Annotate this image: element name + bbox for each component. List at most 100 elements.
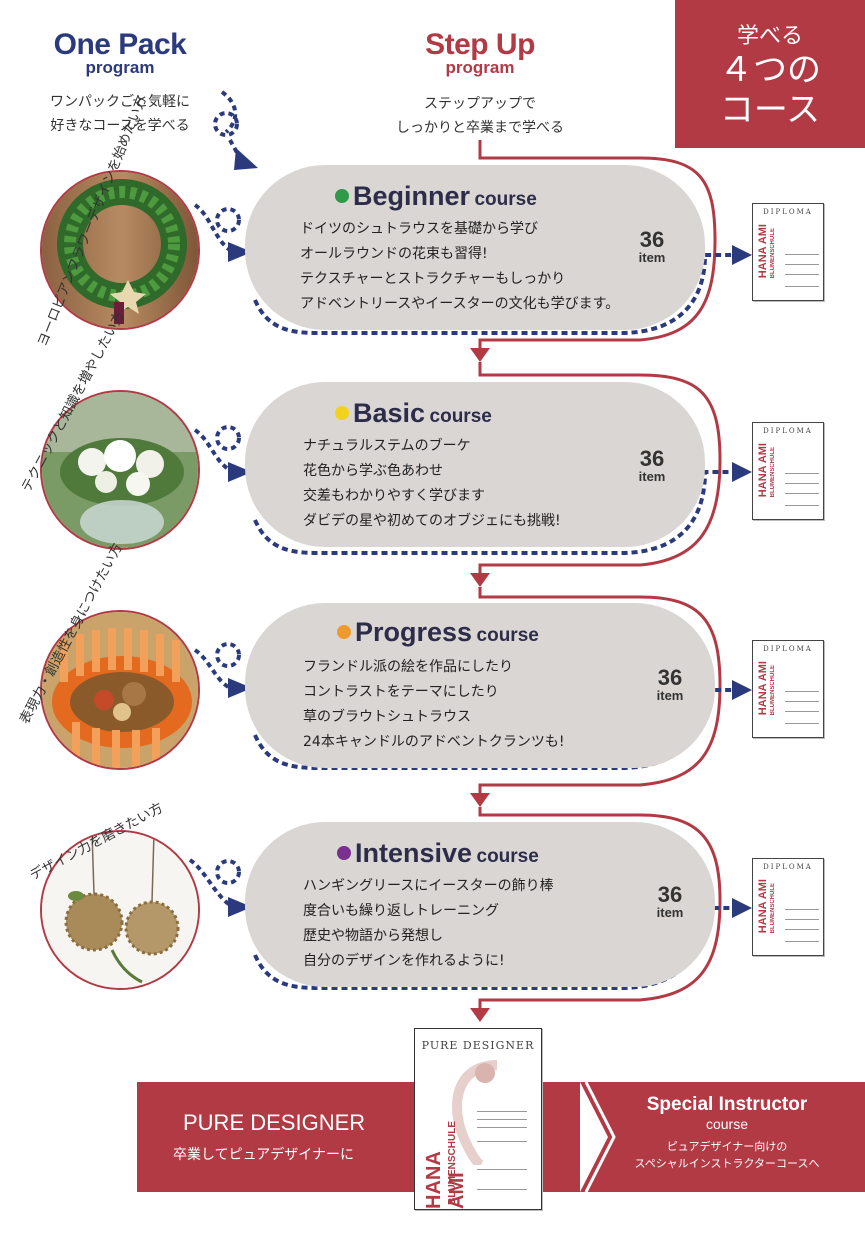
course-line: アドベントリースやイースターの文化も学びます。 [300,296,620,312]
item-count: 36 item [627,227,677,267]
course-dot [335,189,349,203]
item-count-unit: item [656,905,684,920]
course-description: ドイツのシュトラウスを基礎から学び オールラウンドの花束も習得! テクスチャーと… [300,217,619,317]
diploma-progress: DIPLOMA HANA AMI BLUMENSCHULE [752,640,824,738]
item-count: 36 item [645,665,695,705]
pure-designer-title: PURE DESIGNER [183,1110,366,1135]
course-dot [337,846,351,860]
special-title: Special Instructor [646,1094,808,1115]
course-card-beginner: Beginner course ドイツのシュトラウスを基礎から学び オールラウン… [245,165,705,330]
one-pack-title: One Pack [53,28,187,61]
pure-designer-sub: 卒業してピュアデザイナーに [173,1147,355,1163]
corner-title-box: 学べる ４つの コース [675,0,865,148]
diploma-brand: HANA AMI [757,224,769,279]
course-line: テクスチャーとストラクチャーもしっかり [300,271,566,287]
course-title: Beginner course [335,181,537,212]
course-line: ハンギングリースにイースターの飾り棒 [303,878,554,894]
course-line: 歴史や物語から発想し [303,928,443,944]
diploma-brand: HANA AMI [757,443,769,498]
course-card-intensive: Intensive course ハンギングリースにイースターの飾り棒 度合いも… [245,822,715,987]
course-name: Progress [355,617,473,647]
one-pack-desc: ワンパックごと気軽に 好きなコースを学べる [20,90,220,138]
special-chevron-band [580,1082,865,1192]
one-pack-desc-line: ワンパックごと気軽に [50,94,190,110]
course-name: Basic [353,398,426,428]
special-desc: ピュアデザイナー向けの スペシャルインストラクターコースへ [612,1138,842,1172]
hanging-kokedama-image-icon [42,832,198,988]
step-up-desc-line: ステップアップで [424,96,536,112]
item-count: 36 item [627,446,677,486]
certificate-head: PURE DESIGNER [421,1039,535,1052]
advent-candle-image-icon [42,612,198,768]
one-pack-desc-line: 好きなコースを学べる [50,118,190,134]
diploma-intensive: DIPLOMA HANA AMI BLUMENSCHULE [752,858,824,956]
certificate-brand-sub: BLUMENSCHULE [447,1121,458,1205]
course-description: フランドル派の絵を作品にしたり コントラストをテーマにしたり 草のブラウトシュト… [303,655,564,755]
course-line: コントラストをテーマにしたり [303,684,499,700]
diploma-brand: HANA AMI [757,661,769,716]
course-description: ハンギングリースにイースターの飾り棒 度合いも繰り返しトレーニング 歴史や物語か… [303,874,554,974]
pure-designer-certificate: PURE DESIGNER HANA AMI BLUMENSCHULE [414,1028,542,1210]
candle-wreath-photo [40,610,200,770]
diploma-brand-sub: BLUMENSCHULE [770,447,776,498]
kokedama-photo [40,830,200,990]
course-title: Progress course [337,617,539,648]
item-count-unit: item [638,250,666,265]
item-count-number: 36 [657,665,683,690]
course-suffix: course [429,406,492,427]
special-sub: course [705,1116,749,1132]
course-suffix: course [474,189,537,210]
item-count-unit: item [638,469,666,484]
diploma-basic: DIPLOMA HANA AMI BLUMENSCHULE [752,422,824,520]
diploma-head: DIPLOMA [763,645,813,653]
wreath-photo [40,170,200,330]
item-count: 36 item [645,882,695,922]
special-desc-line: ピュアデザイナー向けの [666,1140,788,1153]
course-line: ナチュラルステムのブーケ [303,438,471,454]
course-description: ナチュラルステムのブーケ 花色から学ぶ色あわせ 交差もわかりやすく学びます ダビ… [303,434,561,534]
corner-line-1: 学べる [736,24,803,49]
item-count-unit: item [656,688,684,703]
diploma-head: DIPLOMA [763,863,813,871]
course-name: Intensive [355,838,473,868]
course-suffix: course [476,846,539,867]
step-up-desc-line: しっかりと卒業まで学べる [396,120,564,136]
course-name: Beginner [353,181,471,211]
course-line: 自分のデザインを作れるように! [303,953,505,969]
course-line: 交差もわかりやすく学びます [303,488,485,504]
course-line: 度合いも繰り返しトレーニング [303,903,499,919]
diploma-head: DIPLOMA [763,208,813,216]
course-suffix: course [476,625,539,646]
diploma-brand: HANA AMI [757,879,769,934]
diploma-beginner: DIPLOMA HANA AMI BLUMENSCHULE [752,203,824,301]
course-line: 草のブラウトシュトラウス [303,709,471,725]
course-card-progress: Progress course フランドル派の絵を作品にしたり コントラストをテ… [245,603,715,768]
item-count-number: 36 [657,882,683,907]
one-pack-sub: program [85,58,155,77]
item-count-number: 36 [639,446,665,471]
course-dot [335,406,349,420]
diploma-head: DIPLOMA [763,427,813,435]
course-card-basic: Basic course ナチュラルステムのブーケ 花色から学ぶ色あわせ 交差も… [245,382,705,547]
corner-line-3: コース [719,90,821,130]
course-title: Basic course [335,398,492,429]
course-line: ドイツのシュトラウスを基礎から学び [300,221,538,237]
corner-line-2: ４つの [719,50,821,90]
certificate-brand: HANA AMI [423,1151,468,1209]
course-line: ダビデの星や初めてのオブジェにも挑戦! [303,513,561,529]
special-instructor-block: Special Instructor course ピュアデザイナー向けの スペ… [612,1094,842,1172]
course-title: Intensive course [337,838,539,869]
item-count-number: 36 [639,227,665,252]
wreath-image-icon [42,172,198,328]
diploma-brand-sub: BLUMENSCHULE [770,228,776,279]
course-line: 24本キャンドルのアドベントクランツも! [303,734,565,750]
step-up-desc: ステップアップで しっかりと卒業まで学べる [370,92,590,140]
course-line: 花色から学ぶ色あわせ [303,463,443,479]
step-up-header: Step Up program [400,28,560,78]
diploma-brand-sub: BLUMENSCHULE [770,883,776,934]
one-pack-header: One Pack program [40,28,200,78]
special-desc-line: スペシャルインストラクターコースへ [634,1157,820,1170]
course-line: フランドル派の絵を作品にしたり [303,659,513,675]
step-up-sub: program [445,58,515,77]
